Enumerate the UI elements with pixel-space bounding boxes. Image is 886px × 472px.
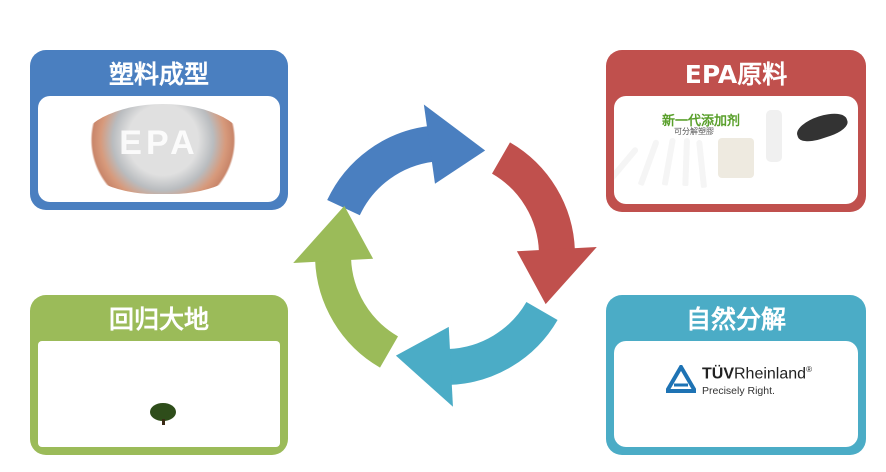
image-heading: 新一代添加剂 bbox=[662, 113, 741, 128]
epa-pellets-image: EPA bbox=[38, 96, 280, 202]
arrow-material-to-decompose bbox=[491, 142, 597, 305]
plastic-bag bbox=[718, 138, 754, 178]
epa-image-text: EPA bbox=[119, 124, 199, 162]
bottle bbox=[766, 110, 782, 162]
cloud bbox=[158, 345, 248, 371]
shoe bbox=[793, 108, 851, 146]
tuv-name: TÜVRheinland® bbox=[702, 365, 812, 383]
arrow-shaft bbox=[327, 125, 435, 216]
tuv-tagline: Precisely Right. bbox=[702, 385, 775, 397]
cloud bbox=[78, 379, 228, 401]
arrow-head bbox=[293, 205, 374, 263]
arrow-return-to-molding bbox=[293, 205, 399, 368]
cutlery bbox=[682, 137, 690, 187]
cutlery bbox=[614, 146, 640, 187]
card-natural-decomposition: 自然分解 TÜVRheinland® Precisely Right. bbox=[606, 295, 866, 455]
cutlery bbox=[696, 139, 708, 189]
arrow-shaft bbox=[447, 301, 558, 385]
card-return-to-earth: 回归大地 bbox=[30, 295, 288, 455]
tree-trunk bbox=[162, 419, 165, 425]
image-footnote: 產品已廣泛運用於環保民生用品之市場 bbox=[704, 193, 807, 199]
cutlery bbox=[637, 138, 660, 187]
cloud bbox=[48, 351, 118, 373]
hands-holding-pellets bbox=[78, 104, 248, 194]
card-title: 自然分解 bbox=[685, 305, 786, 334]
arrow-head bbox=[423, 104, 486, 184]
card-epa-material: EPA原料 新一代添加剂 可分解塑膠 產品已廣泛運用於環保民生用品之市場 bbox=[606, 50, 866, 212]
arrow-molding-to-material bbox=[327, 104, 486, 216]
tree bbox=[150, 403, 176, 421]
arrow-head bbox=[395, 326, 453, 407]
cutlery bbox=[661, 137, 676, 186]
tuv-logo-panel: TÜVRheinland® Precisely Right. bbox=[614, 341, 858, 447]
products-image: 新一代添加剂 可分解塑膠 產品已廣泛運用於環保民生用品之市場 bbox=[614, 96, 858, 204]
card-plastic-molding: 塑料成型 EPA bbox=[30, 50, 288, 210]
arrow-shaft bbox=[491, 142, 575, 253]
arrow-shaft bbox=[315, 257, 399, 368]
arrow-decompose-to-return bbox=[395, 301, 558, 407]
card-title: 塑料成型 bbox=[108, 60, 209, 89]
image-subheading: 可分解塑膠 bbox=[674, 127, 714, 136]
tuv-triangle-icon bbox=[666, 365, 696, 393]
card-title: 回归大地 bbox=[108, 305, 209, 334]
card-title: EPA原料 bbox=[684, 60, 788, 89]
arrow-head bbox=[516, 247, 597, 305]
landscape-image bbox=[38, 341, 280, 447]
